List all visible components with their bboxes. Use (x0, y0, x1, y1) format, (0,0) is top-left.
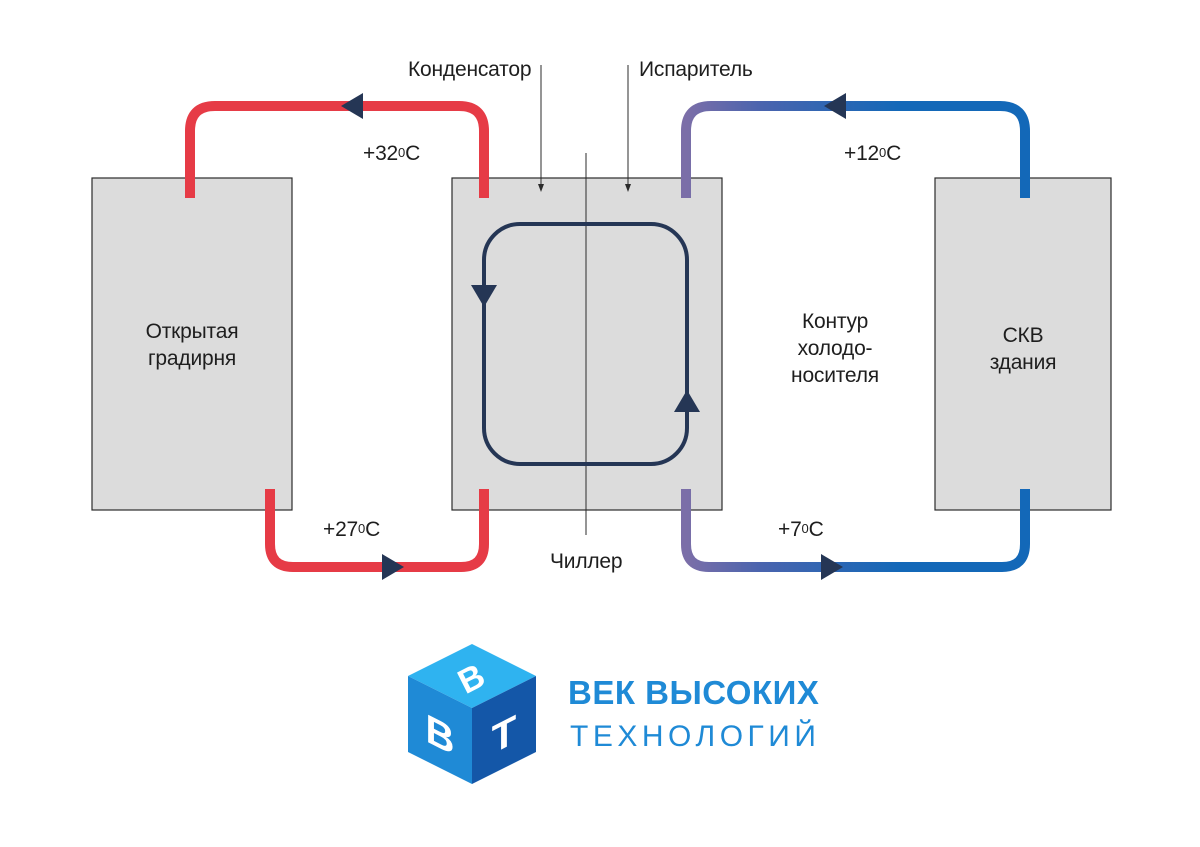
temp-hot-return-degree: 0 (358, 521, 366, 536)
coolant-loop-label-line2: холодо- (797, 337, 873, 360)
temp-hot-out-unit: C (405, 142, 421, 165)
hot-pipe-top (185, 101, 489, 198)
brand-line2: ТЕХНОЛОГИЙ (570, 720, 821, 753)
logo-cube-left (408, 676, 472, 784)
temp-chilled-return-unit: C (886, 142, 902, 165)
hot-top-arrow (341, 93, 363, 119)
chiller-box (451, 177, 723, 511)
cold-top-arrow (824, 93, 846, 119)
cooling-tower-box (91, 177, 293, 511)
refrigerant-loop (482, 222, 689, 466)
temp-chilled-supply-value: +7 (778, 518, 802, 541)
temp-hot-out-value: +32 (363, 142, 399, 165)
building-hvac-label-line1: СКВ (1002, 324, 1044, 347)
logo-cube-right (472, 676, 536, 784)
hot-pipe-bottom (265, 489, 489, 572)
cold-bottom-arrow (821, 554, 843, 580)
temp-chilled-return-value: +12 (844, 142, 880, 165)
condenser-label: Конденсатор (408, 58, 532, 81)
evaporator-label: Испаритель (639, 58, 753, 81)
temp-hot-return-unit: C (365, 518, 381, 541)
temp-hot-return: +270C (323, 518, 380, 542)
cold-pipe-top (681, 101, 1030, 198)
temp-hot-out-degree: 0 (398, 145, 406, 160)
cooling-tower-label: Открытая градирня (92, 318, 292, 372)
hot-bottom-arrow (382, 554, 404, 580)
temp-chilled-return: +120C (844, 142, 901, 166)
evaporator-pointer-head (625, 184, 631, 192)
condenser-pointer-head (538, 184, 544, 192)
refrigerant-down-arrow (471, 285, 497, 307)
company-logo: В В Т (408, 644, 536, 784)
temp-hot-return-value: +27 (323, 518, 359, 541)
temp-chilled-supply-unit: C (808, 518, 824, 541)
temp-hot-out: +320C (363, 142, 420, 166)
cold-pipe-bottom (681, 489, 1030, 572)
cooling-tower-label-line1: Открытая (145, 320, 239, 343)
chiller-label: Чиллер (550, 550, 623, 573)
brand-line1: ВЕК ВЫСОКИХ (568, 674, 820, 711)
building-hvac-label-line2: здания (989, 351, 1057, 374)
building-hvac-label: СКВ здания (935, 322, 1111, 376)
coolant-loop-label: Контур холодо- носителя (770, 308, 900, 389)
cooling-tower-label-line2: градирня (147, 347, 237, 370)
coolant-loop-label-line1: Контур (801, 310, 869, 333)
refrigerant-up-arrow (674, 390, 700, 412)
temp-chilled-return-degree: 0 (879, 145, 887, 160)
temp-chilled-supply-degree: 0 (801, 521, 809, 536)
temp-chilled-supply: +70C (778, 518, 824, 542)
coolant-loop-label-line3: носителя (791, 364, 879, 387)
